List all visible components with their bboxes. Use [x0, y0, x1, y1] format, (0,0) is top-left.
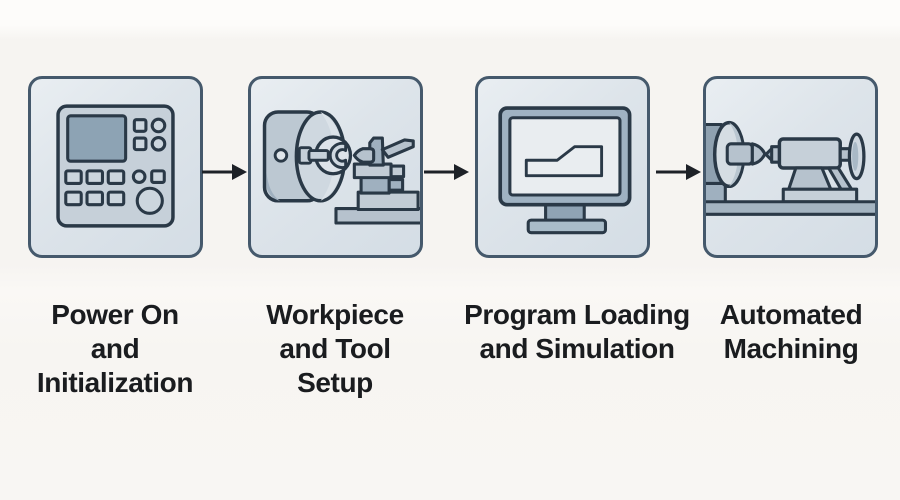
step-card-power-on	[28, 76, 203, 258]
lathe-machining-icon	[706, 120, 875, 216]
step-label-program-loading: Program Loading and Simulation	[464, 299, 690, 364]
step-label-workpiece-setup: Workpiece and Tool Setup	[266, 299, 404, 398]
step-card-automated-machining	[703, 76, 878, 258]
flow-arrow-icon	[424, 164, 469, 180]
step-label-automated-machining: Automated Machining	[719, 299, 863, 364]
lathe-chuck-and-tool-icon	[262, 110, 420, 225]
flow-arrow-icon	[202, 164, 247, 180]
step-label-power-on: Power On and Initialization	[36, 299, 194, 398]
monitor-simulation-icon	[498, 106, 632, 235]
step-card-program-loading	[475, 76, 650, 258]
flow-arrow-icon	[656, 164, 701, 180]
cnc-control-panel-icon	[56, 104, 175, 228]
step-card-workpiece-setup	[248, 76, 423, 258]
